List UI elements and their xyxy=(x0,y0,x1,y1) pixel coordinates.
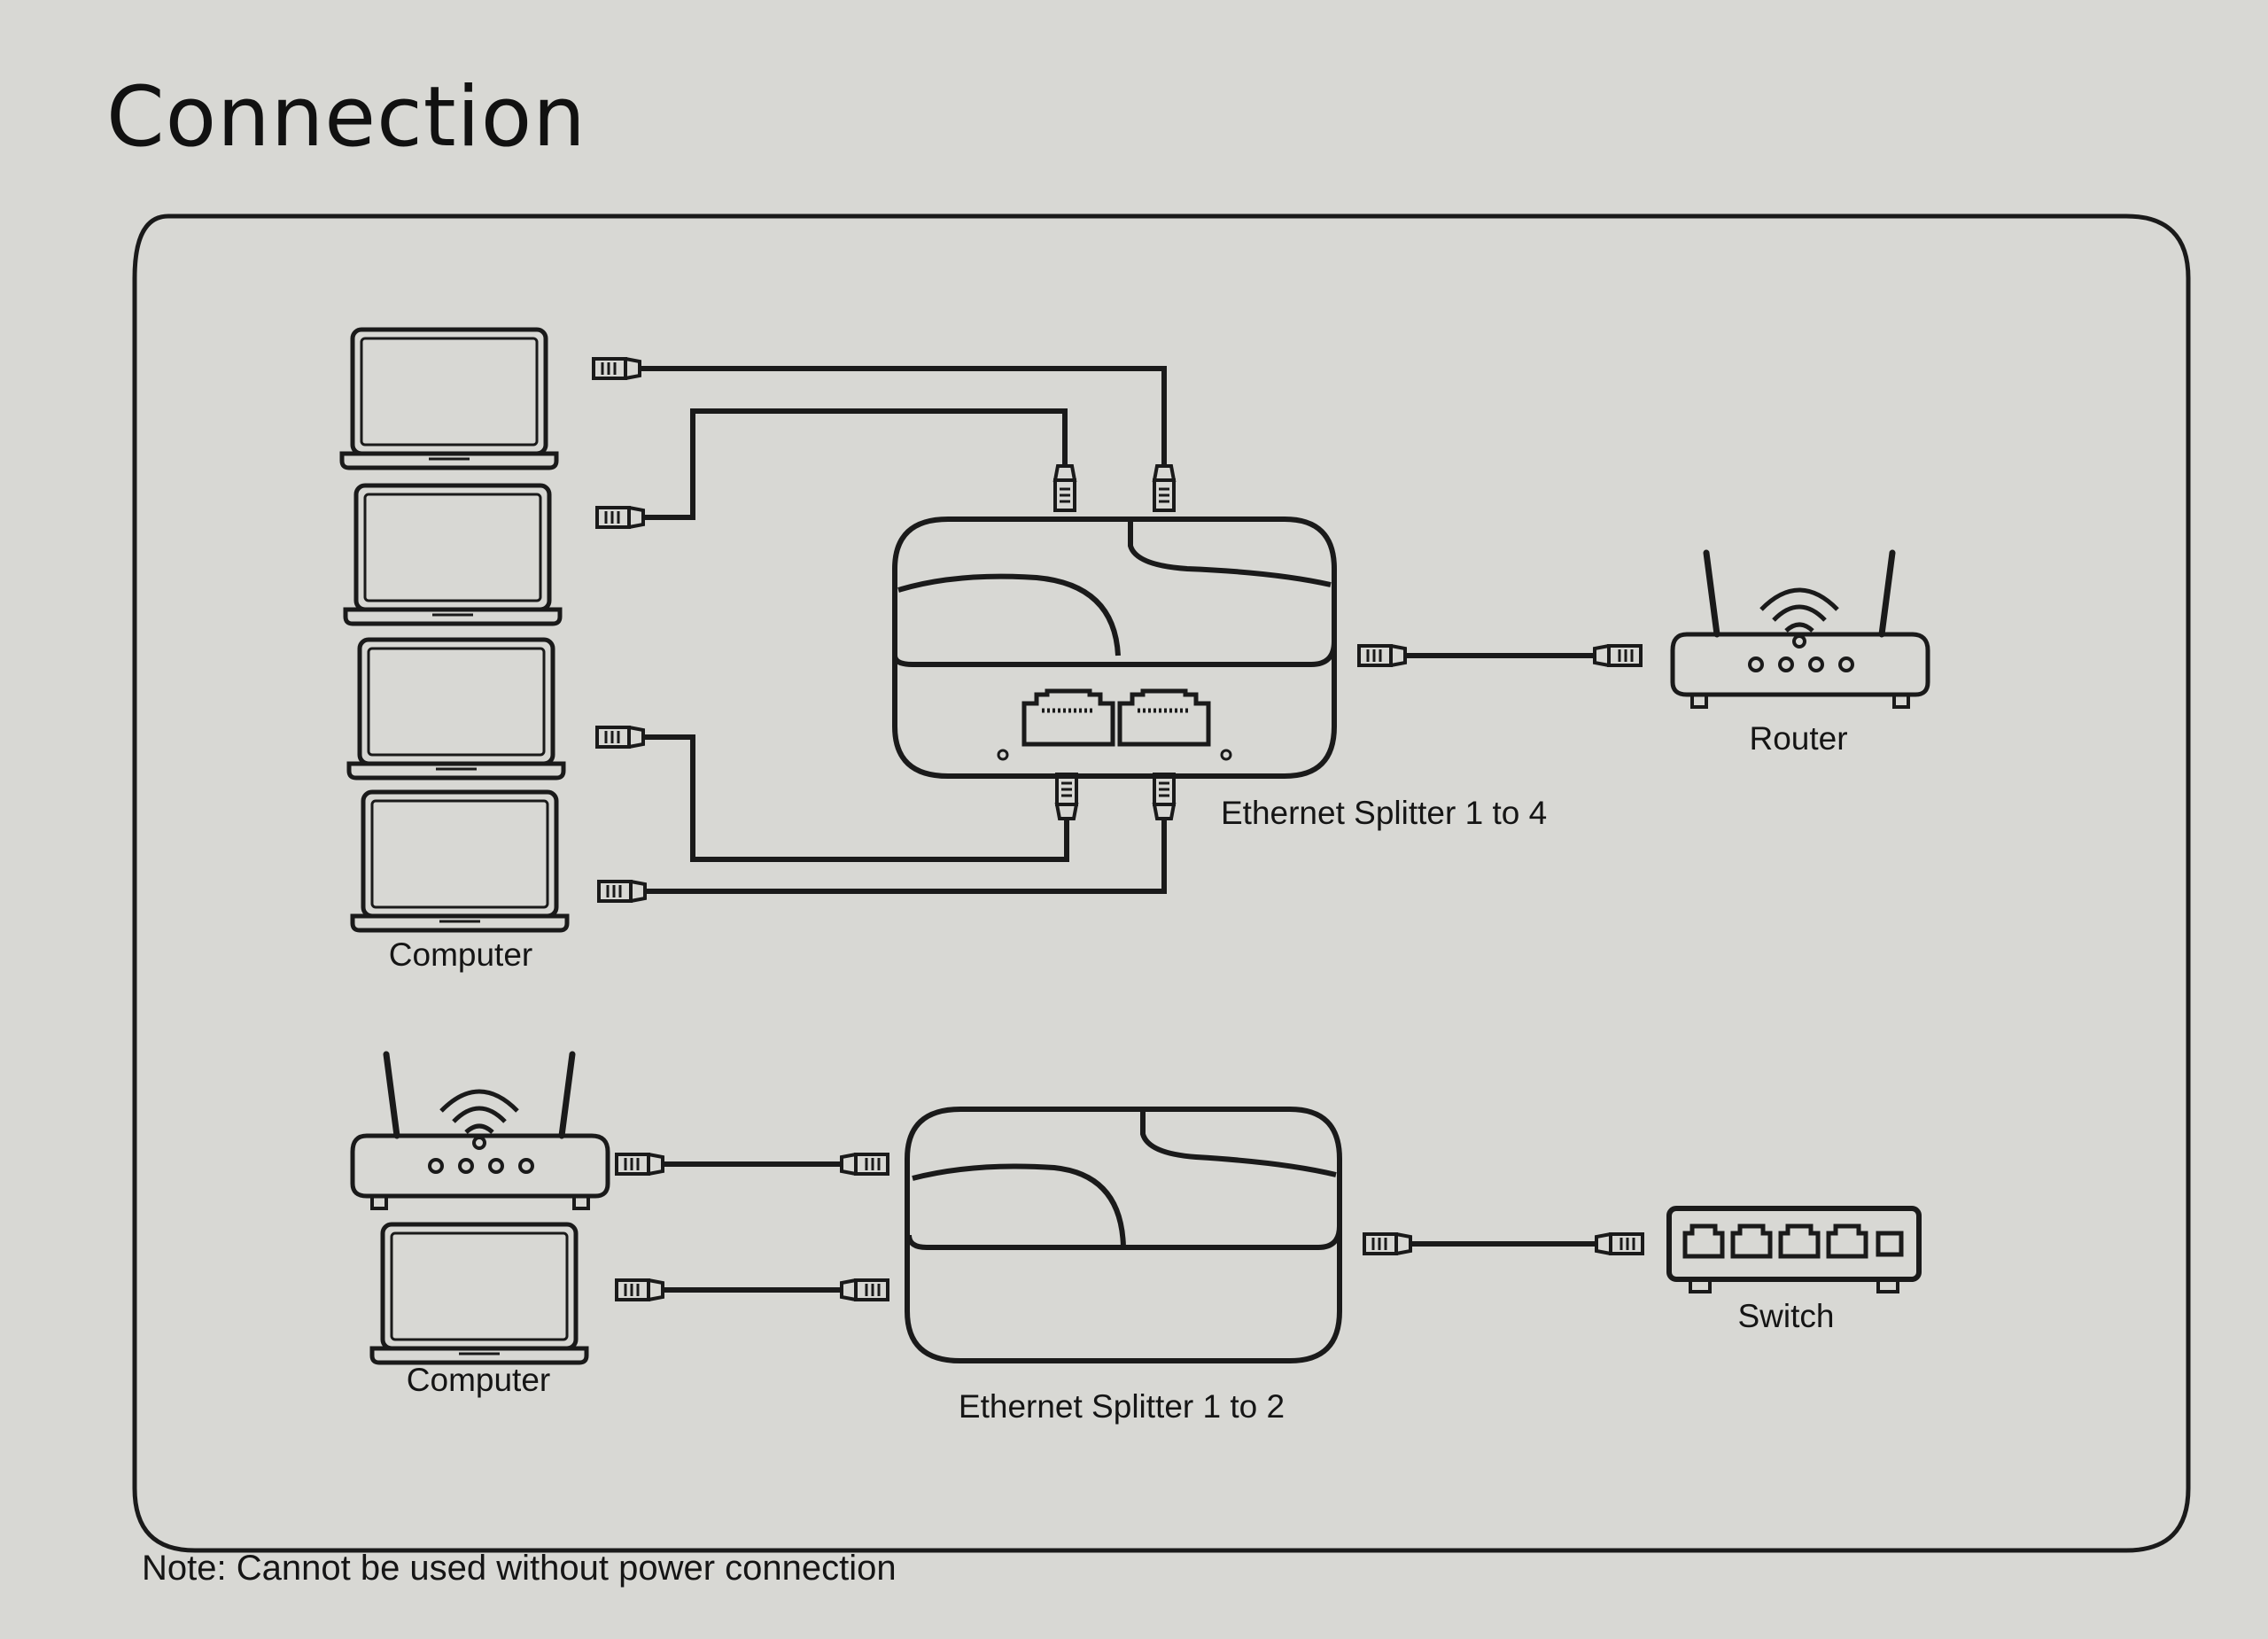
rj45-plug-icon xyxy=(597,508,656,527)
splitter-1-to-2-label: Ethernet Splitter 1 to 2 xyxy=(959,1388,1285,1425)
rj45-plug-icon xyxy=(1359,646,1418,665)
splitter-1-to-4-label: Ethernet Splitter 1 to 4 xyxy=(1221,795,1547,831)
rj45-plug-icon xyxy=(1582,646,1641,665)
router-label: Router xyxy=(1749,720,1847,757)
rj45-plug-icon xyxy=(1154,774,1174,831)
page-title: Connection xyxy=(106,69,586,166)
rj45-plug-icon xyxy=(829,1154,888,1174)
ethernet-port-icon xyxy=(1024,691,1113,744)
router-icon xyxy=(1673,553,1928,707)
laptop-icon xyxy=(346,485,560,624)
switch-label: Switch xyxy=(1738,1298,1835,1334)
rj45-plug-icon xyxy=(594,359,652,378)
rj45-plug-icon xyxy=(617,1280,675,1300)
rj45-plug-icon xyxy=(1057,774,1076,831)
rj45-plug-icon xyxy=(1364,1234,1423,1254)
ethernet-splitter-icon xyxy=(905,1107,1342,1363)
laptop-icon xyxy=(353,792,567,930)
power-note: Note: Cannot be used without power conne… xyxy=(142,1549,897,1588)
ethernet-splitter-icon xyxy=(892,517,1337,779)
rj45-plug-icon xyxy=(597,727,656,747)
laptop-icon xyxy=(342,330,556,468)
rj45-plug-icon xyxy=(1154,454,1174,510)
laptop-icon xyxy=(349,640,563,778)
computer-label-bottom: Computer xyxy=(407,1362,550,1398)
diagram-frame xyxy=(132,214,2191,1553)
rj45-plug-icon xyxy=(599,882,657,901)
laptop-icon xyxy=(372,1224,586,1363)
ethernet-port-icon xyxy=(1120,691,1208,744)
rj45-plug-icon xyxy=(1584,1234,1643,1254)
computer-label: Computer xyxy=(389,936,532,973)
rj45-plug-icon xyxy=(829,1280,888,1300)
network-switch-icon xyxy=(1666,1206,1922,1293)
rj45-plug-icon xyxy=(1055,454,1075,510)
rj45-plug-icon xyxy=(617,1154,675,1174)
router-icon xyxy=(353,1054,608,1208)
